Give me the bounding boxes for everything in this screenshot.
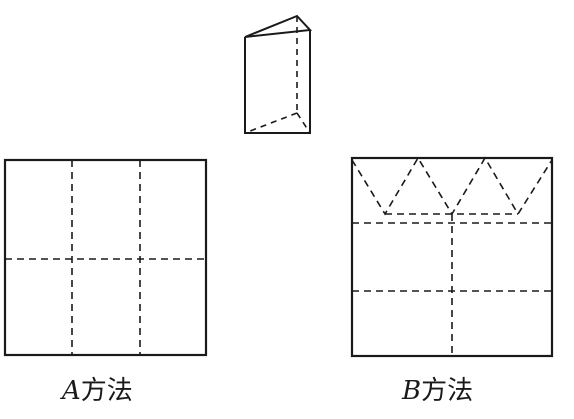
method-a-outline (3, 158, 208, 357)
method-b-letter: B (402, 376, 422, 406)
method-b-zigzag-fold (351, 156, 553, 216)
prism-hidden-edges (244, 16, 311, 134)
method-b-label: B方法 (402, 370, 473, 407)
prism-solid-edges (244, 14, 313, 134)
method-a-suffix: 方法 (80, 376, 133, 406)
method-b-suffix: 方法 (421, 376, 474, 406)
triangular-prism (244, 14, 313, 134)
method-a-square (3, 158, 208, 357)
method-a-label: A方法 (62, 370, 133, 407)
method-b-square (350, 156, 554, 358)
method-b-outline (350, 156, 554, 358)
method-a-letter: A (62, 376, 81, 406)
